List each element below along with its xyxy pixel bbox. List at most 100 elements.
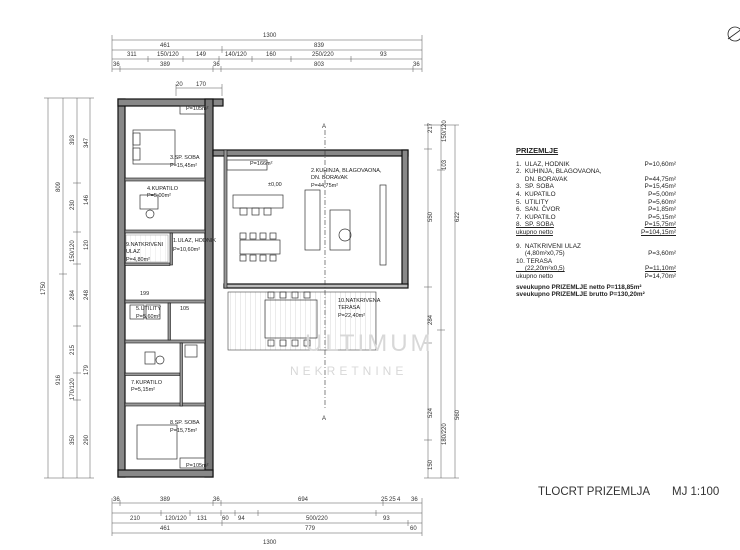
small-label-2: ±0,00: [268, 182, 282, 188]
dim-top-row3-d: 140/120: [225, 52, 247, 58]
legend-room-area: P=3,60m²: [648, 250, 676, 258]
dim-bottom-row3-c: 60: [410, 526, 417, 532]
legend-row: 10. TERASA: [516, 258, 676, 266]
dim-right-outer-e: 524: [428, 407, 434, 418]
legend-netto-2: ukupno netto P=14,70m²: [516, 272, 676, 280]
terrace-hatching: [227, 291, 377, 351]
furniture: [129, 105, 387, 469]
legend-room-area: P=1,85m²: [648, 206, 676, 214]
dim-left-inner-d: 284: [70, 289, 76, 300]
legend-items-secondary: 9. NATKRIVENI ULAZ (4,80m²x0,75)P=3,60m²…: [516, 243, 676, 273]
room-10-name: 10.NATKRIVENA: [338, 298, 381, 304]
room-2-area: P=44,75m²: [311, 183, 338, 189]
dim-bottom-row1-a: 36: [113, 497, 120, 503]
right-dimensions: [424, 124, 459, 479]
room-1-name: 1.ULAZ, HODNIK: [173, 238, 216, 244]
north-arrow-icon: [727, 26, 740, 42]
room-9-area: P=4,80m²: [126, 257, 150, 263]
legend-row: 7. KUPATILO P=5,15m²: [516, 214, 676, 222]
legend-total-netto: sveukupno PRIZEMLJE netto P=118,85m²: [516, 283, 642, 291]
dim-right-outer-a: 217: [428, 122, 434, 133]
legend-room-area: P=5,15m²: [648, 213, 676, 221]
dim-top-overall: 1300: [263, 33, 277, 39]
legend-room-area: P=15,45m²: [644, 183, 676, 191]
dim-bottom-row1-b: 389: [160, 497, 171, 503]
legend-room-name: 4. KUPATILO: [516, 190, 556, 198]
dim-top-stub-a: 20: [176, 82, 183, 88]
dim-left-inner-a: 393: [70, 134, 76, 145]
dim-left-overall: 1750: [41, 281, 47, 295]
dim-bottom-row2-e: 94: [238, 516, 245, 522]
dim-left-wall-e: 179: [84, 364, 90, 375]
dim-left-inner-b: 230: [70, 199, 76, 210]
small-label-6: P=105m²: [186, 463, 209, 469]
legend-row: 2. KUHINJA, BLAGOVAONA,: [516, 168, 676, 176]
dim-top-row4-b: 389: [160, 62, 171, 68]
legend-room-area: P=44,75m²: [644, 175, 676, 183]
section-mark-top: A: [322, 124, 326, 130]
dim-top-row3-e: 160: [266, 52, 277, 58]
legend-room-name: 7. KUPATILO: [516, 213, 556, 221]
legend-row: 8. SP. SOBA P=15,75m²: [516, 221, 676, 229]
dim-bottom-row2-g: 93: [383, 516, 390, 522]
dim-top-row3-a: 311: [127, 52, 137, 58]
dim-bottom-row1-f: 25: [389, 497, 396, 503]
drawing-title: TLOCRT PRIZEMLJA: [538, 486, 651, 498]
section-mark-bottom: A: [322, 416, 326, 422]
legend-room-name: 2. KUHINJA, BLAGOVAONA,: [516, 168, 602, 176]
dim-top-row2-b: 839: [314, 43, 325, 49]
dim-right-inner-b: 622: [455, 211, 461, 222]
legend-room-name: 8. SP. SOBA: [516, 221, 554, 229]
dim-left-wall-d: 248: [84, 289, 90, 300]
dim-bottom-row1-e: 25: [381, 497, 388, 503]
dim-left-inner-c: 150/120: [70, 240, 76, 262]
room-10-area: P=22,40m²: [338, 313, 365, 319]
legend-row: DN. BORAVAK P=44,75m²: [516, 176, 676, 184]
dim-right-inner-c: 560: [455, 409, 461, 420]
dim-top-row2-a: 461: [160, 43, 171, 49]
dim-right-outer-d: 284: [428, 314, 434, 325]
legend-total-brutto: sveukupno PRIZEMLJE brutto P=130,20m²: [516, 291, 645, 299]
dim-top-row3-f: 250/220: [312, 52, 334, 58]
legend-room-name: 9. NATKRIVENI ULAZ: [516, 242, 581, 250]
dim-bottom-row1-g: 4: [397, 497, 401, 503]
room-9-sub: ULAZ: [126, 249, 141, 255]
room-10-sub: TERASA: [338, 305, 360, 311]
legend-room-name: DN. BORAVAK: [516, 175, 568, 183]
dim-bottom-row2-c: 131: [197, 516, 208, 522]
small-label-4: 105: [180, 306, 189, 312]
watermark-line-1: ULTIMUM: [305, 330, 434, 357]
room-5-area: P=5,60m²: [136, 314, 160, 320]
dim-bottom-row1-c: 36: [213, 497, 220, 503]
legend-row: 4. KUPATILO P=5,00m²: [516, 191, 676, 199]
dim-top-row4-d: 803: [314, 62, 325, 68]
legend-room-name: 3. SP. SOBA: [516, 183, 554, 191]
dim-left-wall-a: 347: [84, 137, 90, 148]
watermark-line-2: NEKRETNINE: [290, 364, 408, 378]
legend-room-name: (22,20m²x0,5): [516, 265, 565, 273]
dim-bottom-row2-b: 120/120: [165, 516, 187, 522]
dim-bottom-overall: 1300: [263, 540, 277, 546]
legend-room-area: P=15,75m²: [644, 221, 676, 229]
dim-left-wall-b: 146: [84, 194, 90, 205]
interior-walls: [124, 149, 228, 407]
dim-left-inner-f: 170/120: [70, 378, 76, 400]
left-dimensions: [44, 97, 94, 479]
dim-top-stub-b: 170: [196, 82, 207, 88]
entry-hatching: [125, 234, 169, 263]
room-7-area: P=5,15m²: [131, 387, 155, 393]
small-label-5: 199: [140, 291, 149, 297]
dim-top-row4-e: 36: [413, 62, 420, 68]
room-4-name: 4.KUPATILO: [147, 186, 179, 192]
room-9-name: 9.NATKRIVENI: [126, 242, 164, 248]
legend-row: (22,20m²x0,5) P=11,10m²: [516, 265, 676, 273]
dim-bottom-row3-b: 779: [305, 526, 316, 532]
room-2-name: 2.KUHINJA, BLAGOVAONA,: [311, 168, 382, 174]
legend-room-area: P=11,10m²: [645, 265, 676, 273]
legend-room-area: P=5,00m²: [648, 190, 676, 198]
room-3-area: P=15,45m²: [170, 163, 197, 169]
